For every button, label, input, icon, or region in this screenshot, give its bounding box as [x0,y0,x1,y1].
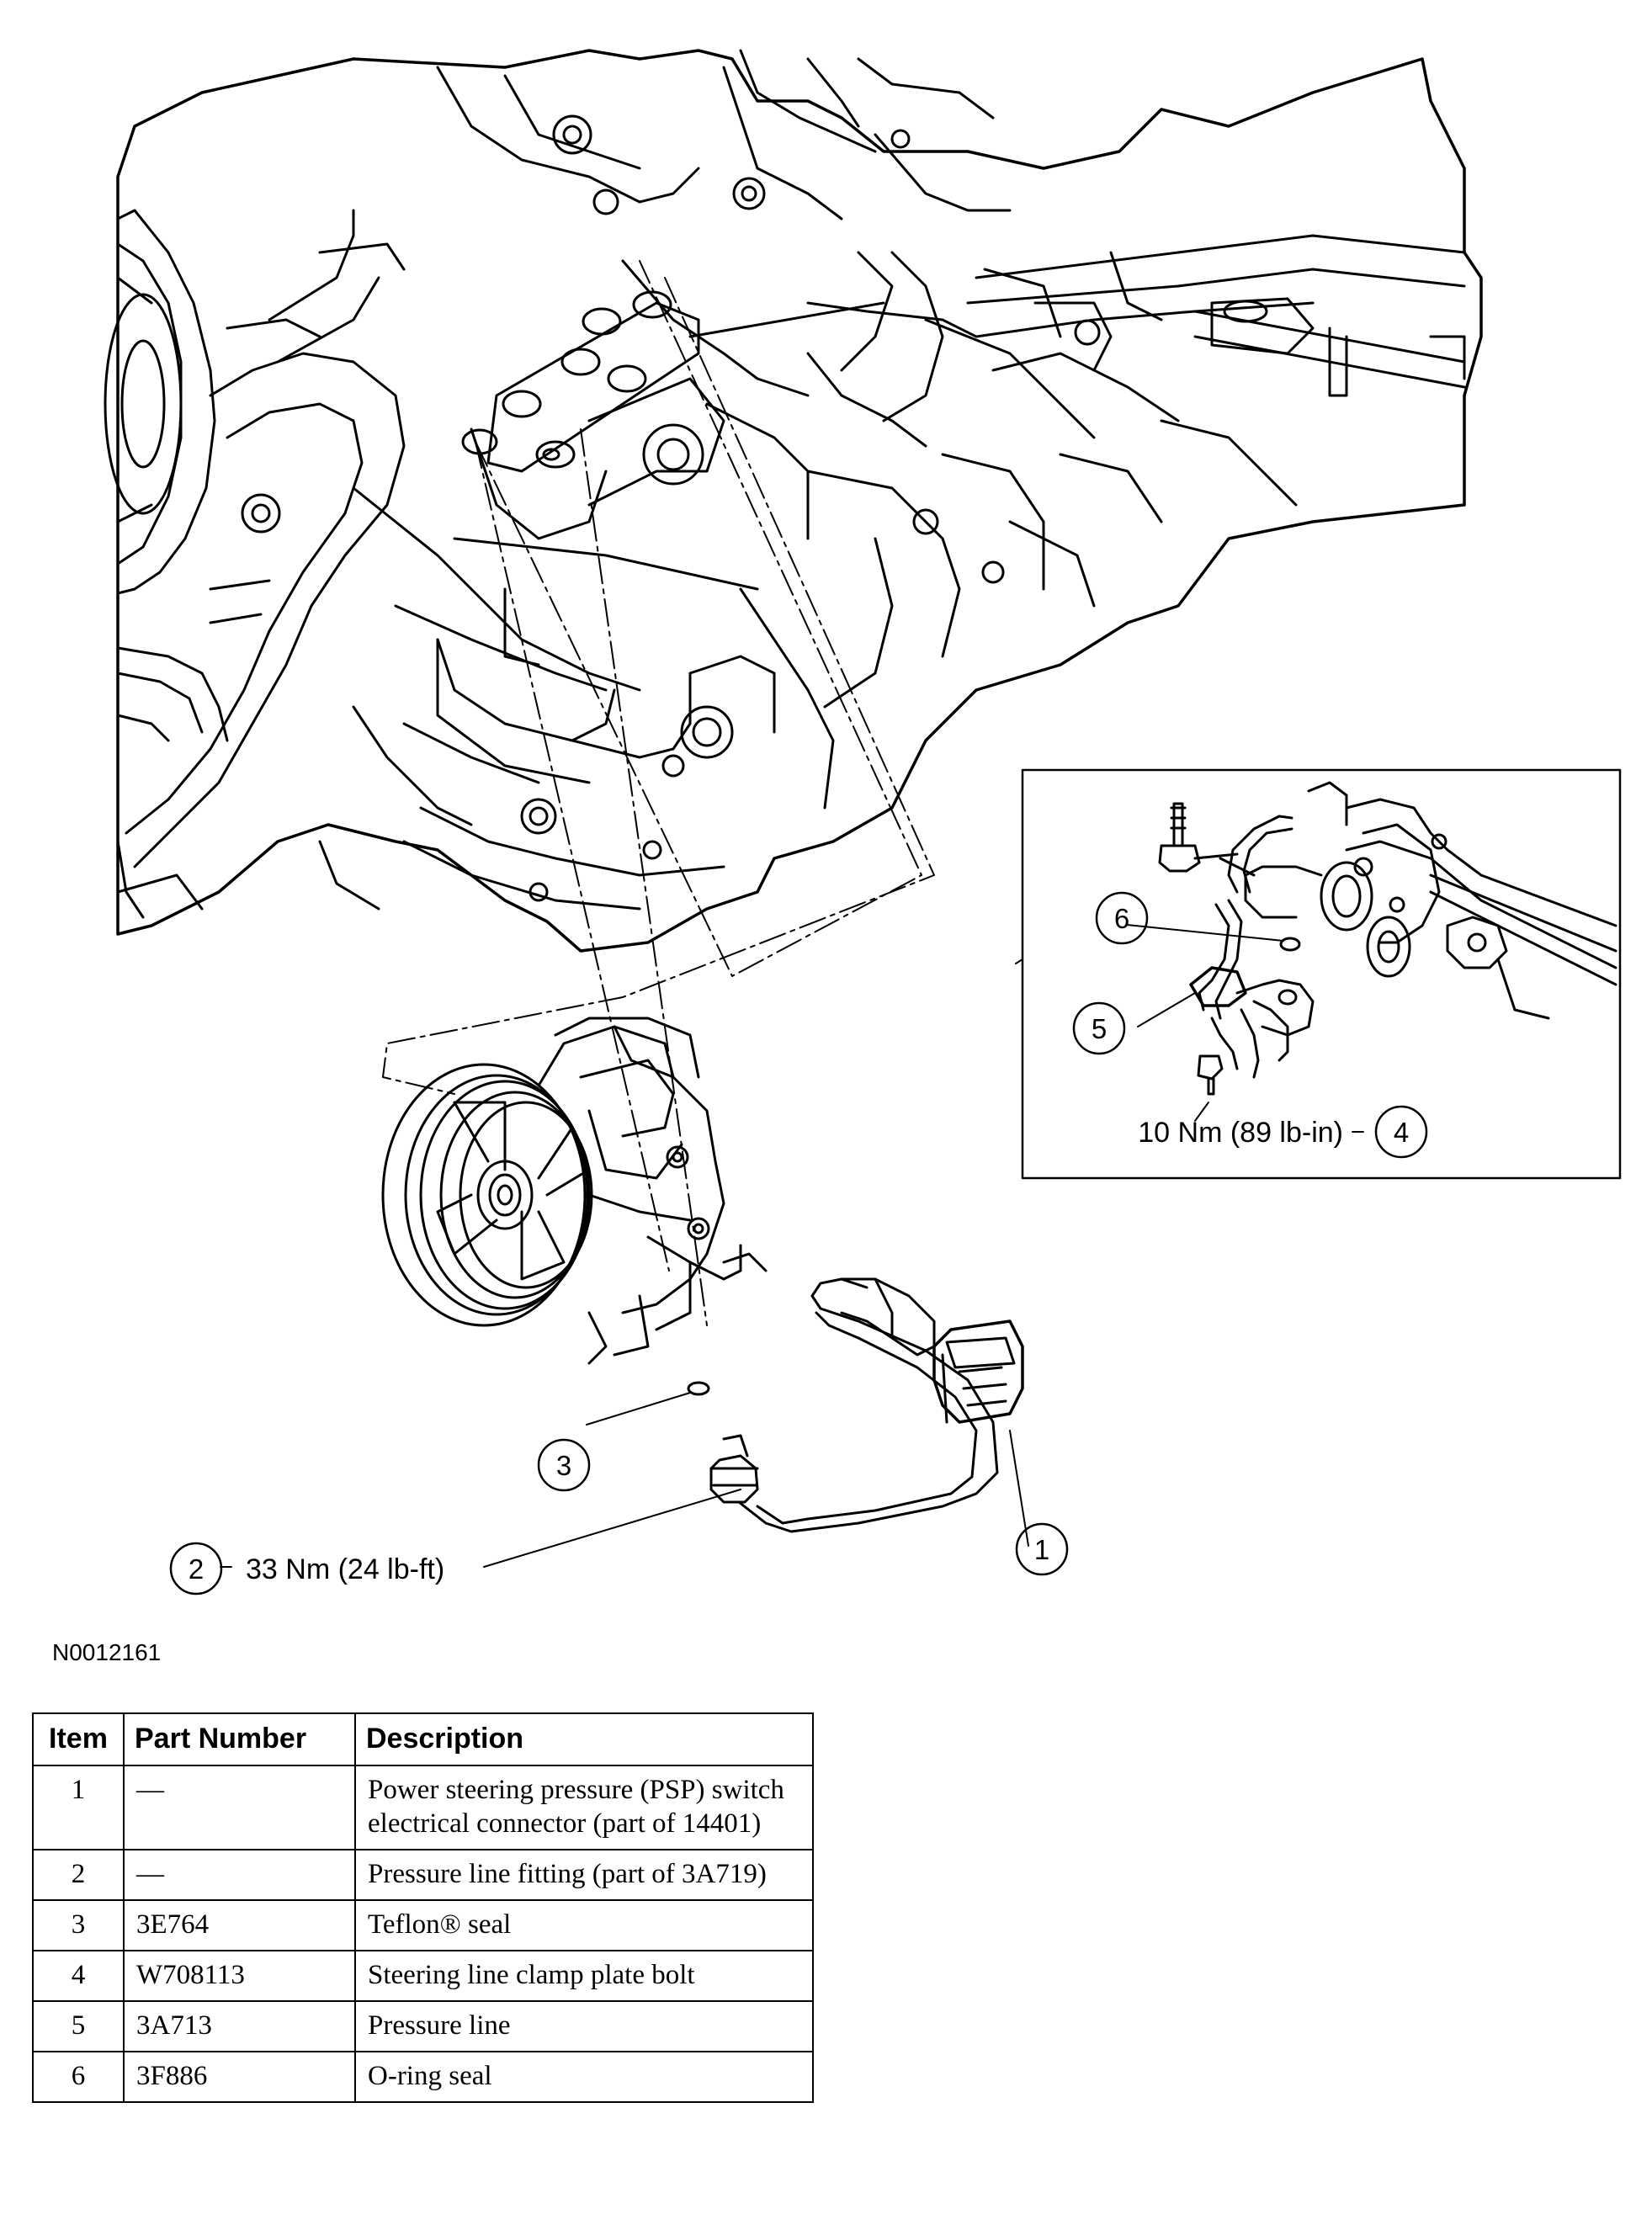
header-description: Description [354,1712,814,1766]
figure-id: N0012161 [52,1639,162,1665]
cell-part-number: — [123,1849,356,1901]
callout-number-6: 6 [1114,903,1129,934]
cell-part-number: 3E764 [123,1899,356,1951]
header-part-number: Part Number [123,1712,356,1766]
callout-leaders [220,924,1364,1568]
callout-number-3: 3 [556,1450,571,1481]
cell-description: Teflon® seal [354,1899,814,1951]
cell-description: Pressure line fitting (part of 3A719) [354,1849,814,1901]
table-row: 6 3F886 O-ring seal [32,2051,814,2103]
engine-block [104,49,1483,953]
callout-circle-4 [1374,1105,1428,1159]
table-row: 4 W708113 Steering line clamp plate bolt [32,1950,814,2002]
exploded-view-drawing: 1 2 3 4 5 6 33 Nm (24 lb-ft) 10 Nm (89 l… [104,49,1622,1596]
cell-description: Pressure line [354,2000,814,2052]
power-steering-pump [381,1017,768,1365]
header-item: Item [32,1712,125,1766]
cell-item: 5 [32,2000,125,2052]
alignment-dashes [382,260,935,1326]
cell-description: Steering line clamp plate bolt [354,1950,814,2002]
torque-label-2: 33 Nm (24 lb-ft) [246,1553,444,1585]
table-header-row: Item Part Number Description [32,1712,814,1766]
parts-table: Item Part Number Description 1 — Power s… [32,1712,814,2103]
cell-description: O-ring seal [354,2051,814,2103]
callout-circle-5 [1072,1001,1126,1055]
callout-number-5: 5 [1092,1013,1107,1044]
callout-number-4: 4 [1394,1117,1409,1148]
cell-part-number: — [123,1765,356,1850]
callout-circle-2 [169,1542,223,1596]
pressure-line-assembly [687,1277,1024,1533]
cell-item: 4 [32,1950,125,2002]
table-row: 3 3E764 Teflon® seal [32,1899,814,1951]
callout-circle-1 [1015,1522,1069,1576]
torque-label-4: 10 Nm (89 lb-in) [1138,1117,1343,1149]
cell-item: 1 [32,1765,125,1850]
callout-circle-3 [537,1438,591,1492]
cell-part-number: 3A713 [123,2000,356,2052]
cell-part-number: 3F886 [123,2051,356,2103]
callout-number-2: 2 [189,1553,204,1585]
cell-item: 3 [32,1899,125,1951]
callout-circle-6 [1095,891,1149,945]
table-row: 5 3A713 Pressure line [32,2000,814,2052]
table-row: 2 — Pressure line fitting (part of 3A719… [32,1849,814,1901]
inset-detail [1021,768,1622,1180]
cell-description: Power steering pressure (PSP) switch ele… [354,1765,814,1850]
cell-item: 6 [32,2051,125,2103]
cell-part-number: W708113 [123,1950,356,2002]
table-row: 1 — Power steering pressure (PSP) switch… [32,1765,814,1850]
callout-number-1: 1 [1034,1534,1049,1565]
cell-item: 2 [32,1849,125,1901]
